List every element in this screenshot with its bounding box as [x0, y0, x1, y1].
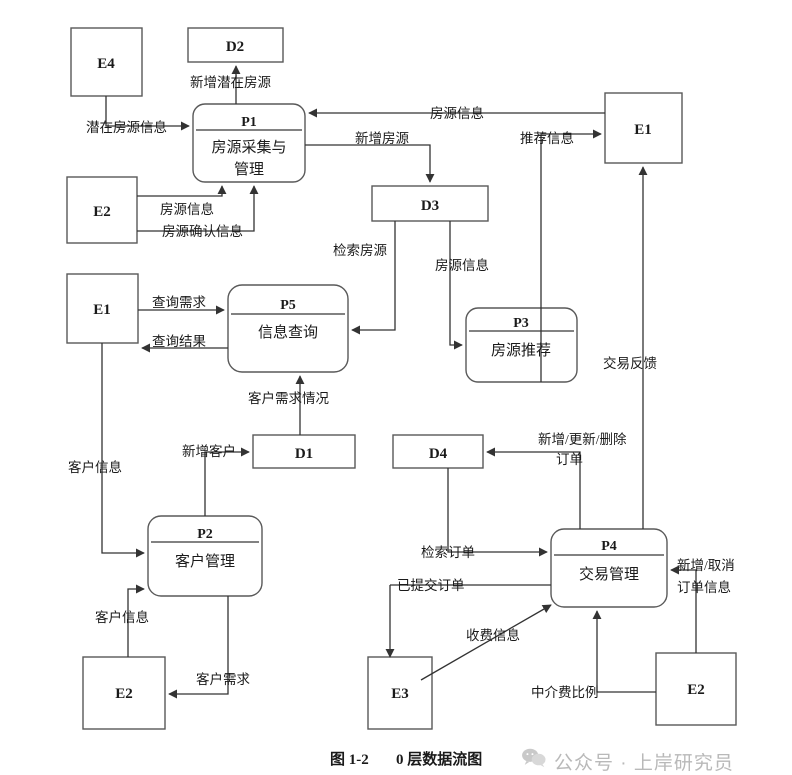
entity-e2-bottom-left-label: E2	[115, 686, 133, 702]
flow-query-demand-label: 查询需求	[152, 295, 206, 310]
entity-e1-top-right-label: E1	[634, 122, 652, 138]
flow-new-cancel-order-arrow	[670, 565, 697, 653]
wechat-icon	[522, 748, 546, 768]
flow-recommend-info-arrow	[540, 129, 602, 382]
flow-customer-info-e2-p2-arrow	[127, 584, 145, 657]
process-p1-id: P1	[241, 115, 257, 130]
entity-e1-top-right[interactable]	[604, 92, 683, 164]
entity-e2-bottom-left[interactable]	[82, 656, 166, 730]
flow-order-crud-label-line1: 新增/更新/删除	[538, 432, 627, 447]
process-p5-name: 信息查询	[258, 324, 318, 341]
flow-house-info-d3-p3-label: 房源信息	[435, 257, 489, 273]
entity-e1-left-label: E1	[93, 302, 111, 318]
flow-order-crud-arrow	[486, 447, 581, 529]
flow-house-confirm-info-label: 房源确认信息	[162, 223, 243, 239]
flow-new-house-arrow	[305, 144, 435, 183]
flow-query-result-label: 查询结果	[152, 334, 206, 349]
entity-e2-left-label: E2	[93, 204, 111, 220]
flow-customer-info-e1-p2-label: 客户信息	[68, 459, 122, 475]
flow-new-house-label: 新增房源	[355, 131, 409, 146]
datastore-d4[interactable]	[392, 434, 484, 469]
datastore-d4-label: D4	[429, 446, 448, 462]
flow-potential-house-info-label: 潜在房源信息	[86, 119, 167, 135]
flow-new-cancel-order-label-line2: 订单信息	[677, 579, 731, 595]
process-p5[interactable]	[227, 284, 349, 373]
flow-customer-demand-arrow	[168, 596, 229, 699]
datastore-d2-label: D2	[226, 39, 244, 55]
process-p5-id: P5	[280, 298, 296, 313]
entity-e3-bottom[interactable]	[367, 656, 433, 730]
process-p3-name: 房源推荐	[491, 342, 551, 359]
flow-customer-info-e2-p2-label: 客户信息	[95, 609, 149, 625]
figure-caption-title: 0 层数据流图	[396, 752, 483, 768]
process-p1[interactable]	[192, 103, 306, 183]
flow-fee-info-arrow	[420, 604, 552, 681]
figure-caption-label: 图 1-2	[330, 752, 369, 768]
process-p1-name-line2: 管理	[234, 161, 264, 178]
flow-house-info-e1-p1-label: 房源信息	[430, 105, 484, 121]
flow-recommend-info-label: 推荐信息	[520, 130, 574, 146]
flow-search-house-label: 检索房源	[333, 243, 387, 258]
flow-trade-feedback-label: 交易反馈	[603, 355, 657, 371]
flow-search-order-label: 检索订单	[421, 545, 475, 560]
flow-submitted-order-label: 已提交订单	[397, 577, 465, 593]
entity-e2-bottom-right-label: E2	[687, 682, 705, 698]
entity-e4-top-left[interactable]	[70, 27, 143, 97]
datastore-d3-label: D3	[421, 198, 439, 214]
flow-agency-fee-ratio-arrow	[592, 610, 656, 693]
flow-agency-fee-ratio-label: 中介费比例	[531, 685, 599, 700]
flow-house-confirm-info-arrow	[137, 185, 259, 232]
datastore-d1-label: D1	[295, 446, 313, 462]
datastore-d1[interactable]	[252, 434, 356, 469]
datastore-d2[interactable]	[187, 27, 284, 63]
process-p2[interactable]	[147, 515, 263, 597]
process-p2-id: P2	[197, 527, 213, 542]
entity-e4-top-left-label: E4	[97, 56, 115, 72]
process-p2-name: 客户管理	[175, 553, 235, 570]
flow-search-house-arrow	[351, 221, 396, 335]
flow-potential-house-info-arrow	[105, 96, 190, 131]
process-p4-id: P4	[601, 539, 617, 554]
flow-house-info-e2-p1-label: 房源信息	[160, 201, 214, 217]
entity-e2-left[interactable]	[66, 176, 138, 244]
flow-new-potential-house-label: 新增潜在房源	[190, 75, 271, 90]
process-p4-name: 交易管理	[579, 565, 639, 583]
entity-e1-left[interactable]	[66, 273, 139, 344]
flow-customer-demand-label: 客户需求	[196, 671, 250, 687]
flow-fee-info-label: 收费信息	[466, 627, 520, 643]
flow-house-info-d3-p3-arrow	[449, 221, 463, 350]
process-p1-name-line1: 房源采集与	[211, 139, 286, 156]
flow-new-cancel-order-label-line1: 新增/取消	[677, 558, 735, 573]
flow-customer-demand-status-label: 客户需求情况	[248, 390, 329, 406]
entity-e2-bottom-right[interactable]	[655, 652, 737, 726]
flow-search-order-arrow	[447, 468, 548, 557]
flow-order-crud-label-line2: 订单	[556, 452, 583, 467]
entity-e3-bottom-label: E3	[391, 686, 409, 702]
datastore-d3[interactable]	[371, 185, 489, 222]
process-p3-id: P3	[513, 316, 529, 331]
process-p3[interactable]	[465, 307, 578, 383]
flow-customer-info-e1-p2-arrow	[101, 343, 145, 558]
flow-house-info-e2-p1-arrow	[137, 185, 227, 197]
flow-new-customer-arrow	[204, 447, 250, 516]
flow-new-customer-label: 新增客户	[182, 443, 236, 459]
watermark-text: 公众号 · 上岸研究员	[554, 753, 734, 774]
process-p4[interactable]	[550, 528, 668, 608]
